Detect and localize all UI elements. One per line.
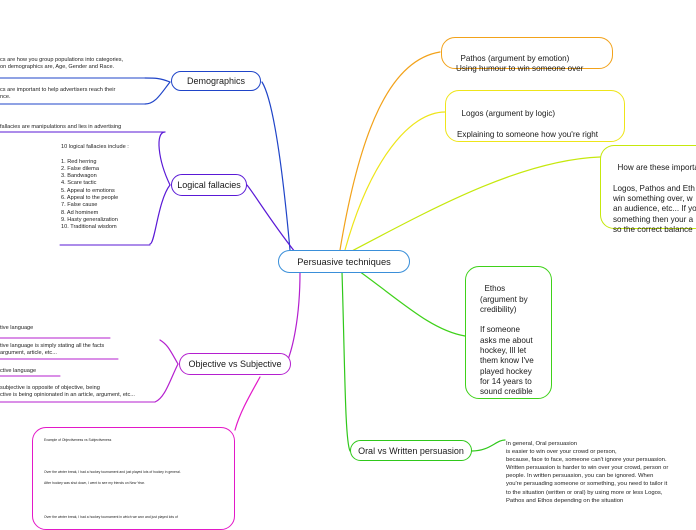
example-title: Example of Objectiveness vs Subjectivene… (44, 438, 112, 442)
oral-written-label: Oral vs Written persuasion (358, 445, 464, 456)
demographics-note-2: cs are important to help advertisers rea… (0, 87, 116, 101)
topic-how-important[interactable]: How are these importa Logos, Pathos and … (600, 145, 696, 234)
link-logos (344, 111, 446, 251)
demographics-note-1: cs are how you group populations into ca… (0, 57, 124, 71)
oral-written-note: In general, Oral persuasion is easier to… (506, 441, 669, 504)
logical-fallacies-note: fallacies are manipulations and lies in … (0, 124, 122, 130)
link-logical (246, 184, 296, 253)
connector-l-obj-1 (159, 339, 179, 365)
example-line-1: Over the winter break, I had a hockey to… (44, 470, 181, 474)
objective-note-1: tive language (0, 325, 34, 331)
link-demographics (261, 81, 291, 251)
connector-l-demo-2 (144, 81, 171, 105)
connector-l-example (234, 376, 261, 431)
link-important (349, 156, 601, 253)
pathos-label: Pathos (argument by emotion) Using humou… (456, 53, 584, 74)
topic-oral-vs-written[interactable]: Oral vs Written persuasion (350, 440, 472, 461)
example-line-2: After hockey was shut down, I went to se… (44, 481, 145, 485)
objective-note-4: subjective is opposite of objective, bei… (0, 385, 135, 399)
objective-note-2: tive language is simply stating all the … (0, 343, 105, 357)
topic-logos[interactable]: Logos (argument by logic) Explaining to … (445, 90, 625, 142)
objective-subjective-label: Objective vs Subjective (188, 359, 282, 369)
link-objective (286, 271, 301, 363)
central-topic[interactable]: Persuasive techniques (278, 250, 410, 273)
connector-l-obj-2 (154, 363, 179, 403)
logical-fallacies-list: 10 logical fallacies include : 1. Red he… (61, 144, 129, 231)
topic-demographics[interactable]: Demographics (171, 71, 261, 91)
topic-ethos[interactable]: Ethos (argument by credibility) If someo… (465, 266, 552, 399)
how-important-label: How are these importa Logos, Pathos and … (613, 163, 696, 235)
connector-l-log-1 (158, 131, 171, 186)
connector-l-demo-1 (144, 77, 171, 83)
ethos-label: Ethos (argument by credibility) If someo… (480, 284, 534, 397)
connector-l-oral-note (471, 439, 506, 452)
link-oral (341, 271, 351, 452)
link-pathos (339, 51, 441, 251)
central-topic-label: Persuasive techniques (297, 256, 391, 267)
topic-logical-fallacies[interactable]: Logical fallacies (171, 174, 247, 196)
example-line-3: Over the winter break, I had a hockey to… (44, 515, 178, 519)
topic-objective-vs-subjective[interactable]: Objective vs Subjective (179, 353, 291, 375)
link-ethos (351, 265, 466, 337)
objective-note-3: ctive language (0, 368, 37, 374)
example-objective-subjective-card[interactable]: Example of Objectiveness vs Subjectivene… (32, 427, 235, 530)
logical-fallacies-label: Logical fallacies (177, 180, 241, 190)
demographics-label: Demographics (186, 76, 246, 86)
topic-pathos[interactable]: Pathos (argument by emotion) Using humou… (441, 37, 613, 73)
logos-label: Logos (argument by logic) Explaining to … (457, 108, 599, 139)
connector-l-log-2 (149, 184, 171, 245)
